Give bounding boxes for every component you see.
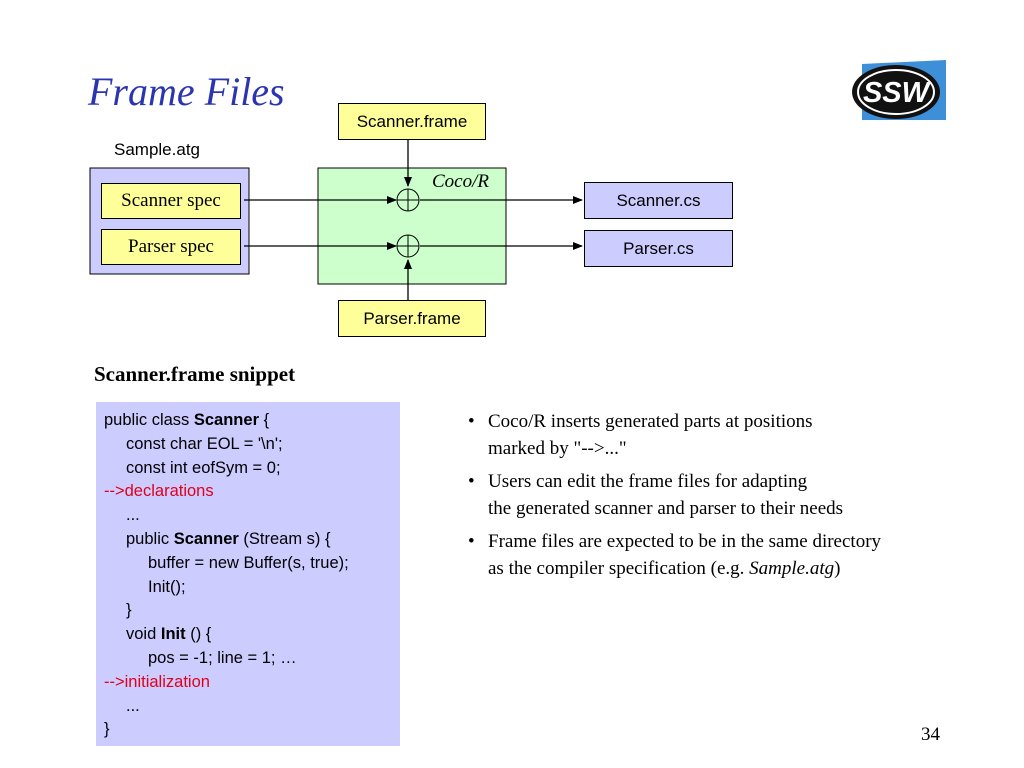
scanner-spec-box: Scanner spec [101,183,241,219]
code-line: } [104,720,110,739]
page-number: 34 [921,724,940,745]
parser-frame-box: Parser.frame [338,300,486,337]
bullet-item: • Users can edit the frame files for ada… [468,468,1008,522]
code-line: void Init () { [126,625,212,644]
slide-title: Frame Files [88,69,285,114]
scanner-frame-box: Scanner.frame [338,103,486,140]
sample-atg-label: Sample.atg [114,140,200,159]
code-line: } [126,601,132,620]
code-line: Init(); [148,577,186,596]
snippet-heading: Scanner.frame snippet [94,362,296,386]
code-line: pos = -1; line = 1; … [148,648,297,667]
code-line: const int eofSym = 0; [126,458,281,477]
bullet-icon: • [468,531,475,552]
bullet-item: • Frame files are expected to be in the … [468,528,1008,582]
bullet-icon: • [468,411,475,432]
bullet-icon: • [468,471,475,492]
code-line: buffer = new Buffer(s, true); [148,553,349,572]
code-line-marker: -->initialization [104,672,210,691]
logo-text: SSW [863,77,932,109]
code-line-marker: -->declarations [104,482,214,501]
merge-plus-icon-parser [396,234,420,258]
scanner-cs-box: Scanner.cs [584,182,733,219]
parser-cs-box: Parser.cs [584,230,733,267]
code-line: public class Scanner { [104,411,270,429]
code-line: ... [126,506,140,525]
bullet-list: • Coco/R inserts generated parts at posi… [468,408,1008,588]
coco-r-label: Coco/R [432,171,489,192]
code-line: ... [126,696,140,715]
bullet-item: • Coco/R inserts generated parts at posi… [468,408,1008,462]
code-line: public Scanner (Stream s) { [126,529,331,548]
coco-r-box [317,167,507,285]
ssw-logo: SSW [852,60,946,120]
code-snippet: public class Scanner { const char EOL = … [96,402,400,746]
merge-plus-icon-scanner [396,188,420,212]
code-line: const char EOL = '\n'; [126,434,283,453]
parser-spec-box: Parser spec [101,229,241,265]
